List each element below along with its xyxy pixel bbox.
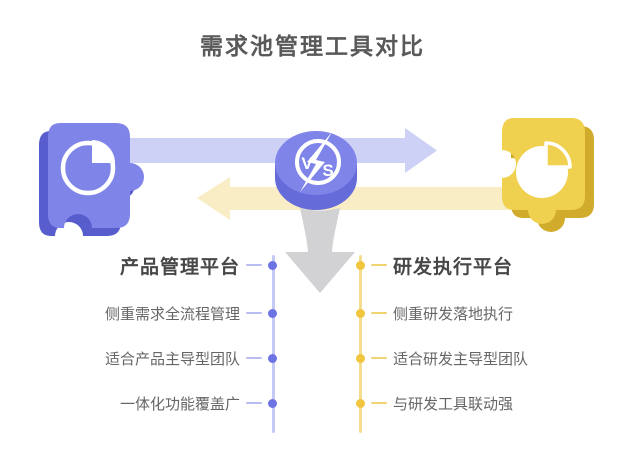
pie-chart-glyph: [60, 140, 116, 196]
list-item: 侧重需求全流程管理: [105, 300, 277, 326]
tick-line: [371, 264, 387, 266]
right-item-label: 侧重研发落地执行: [393, 305, 514, 323]
left-puzzle-icon: [39, 123, 144, 236]
timeline-dot: [268, 308, 277, 318]
right-puzzle-icon: [502, 118, 594, 232]
tick-line: [246, 264, 262, 266]
left-item-label: 一体化功能覆盖广: [119, 395, 240, 413]
vs-letter-s: S: [322, 161, 333, 180]
timeline-dot: [356, 353, 365, 363]
right-item-label: 与研发工具联动强: [393, 395, 514, 413]
left-item-label: 适合产品主导型团队: [104, 350, 240, 368]
tick-line: [371, 357, 387, 359]
pie-chart-glyph: [516, 141, 572, 198]
timeline-dot: [356, 398, 365, 408]
right-column-title: 研发执行平台: [393, 256, 514, 278]
list-item: 一体化功能覆盖广: [120, 390, 277, 416]
right-column-header: 研发执行平台: [356, 252, 513, 278]
tick-line: [371, 312, 387, 314]
timeline-dot: [268, 398, 277, 408]
lightning-bolt-icon: [300, 132, 332, 192]
left-item-label: 侧重需求全流程管理: [104, 305, 240, 323]
list-item: 适合研发主导型团队: [356, 345, 528, 371]
page-title: 需求池管理工具对比: [200, 33, 425, 59]
left-column-header: 产品管理平台: [120, 252, 277, 278]
left-arrow-icon: [197, 177, 515, 220]
tick-line: [246, 312, 262, 314]
left-column-title: 产品管理平台: [119, 256, 240, 278]
down-arrow-icon: [285, 208, 355, 293]
timeline-dot: [356, 308, 365, 318]
vs-badge: V S: [275, 131, 357, 210]
timeline-dot: [356, 260, 365, 270]
left-timeline-line: [272, 255, 275, 433]
list-item: 与研发工具联动强: [356, 390, 513, 416]
list-item: 适合产品主导型团队: [105, 345, 277, 371]
tick-line: [246, 357, 262, 359]
timeline-dot: [268, 260, 277, 270]
right-item-label: 适合研发主导型团队: [393, 350, 529, 368]
right-timeline-line: [359, 255, 362, 433]
tick-line: [246, 402, 262, 404]
timeline-dot: [268, 353, 277, 363]
tick-line: [371, 402, 387, 404]
list-item: 侧重研发落地执行: [356, 300, 513, 326]
